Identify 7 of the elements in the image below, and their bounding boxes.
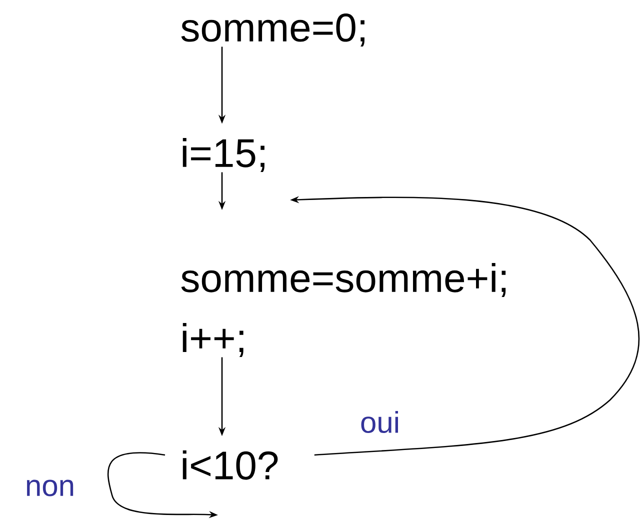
edge-label: non [26, 480, 74, 496]
code-line: i<10? [182, 450, 278, 480]
code-line: somme=somme+i; [181, 262, 506, 298]
code-line: i=15; [182, 138, 264, 172]
edge-label: oui [361, 411, 398, 434]
code-line: somme=0; [181, 13, 364, 47]
code-line: i++; [182, 322, 244, 358]
